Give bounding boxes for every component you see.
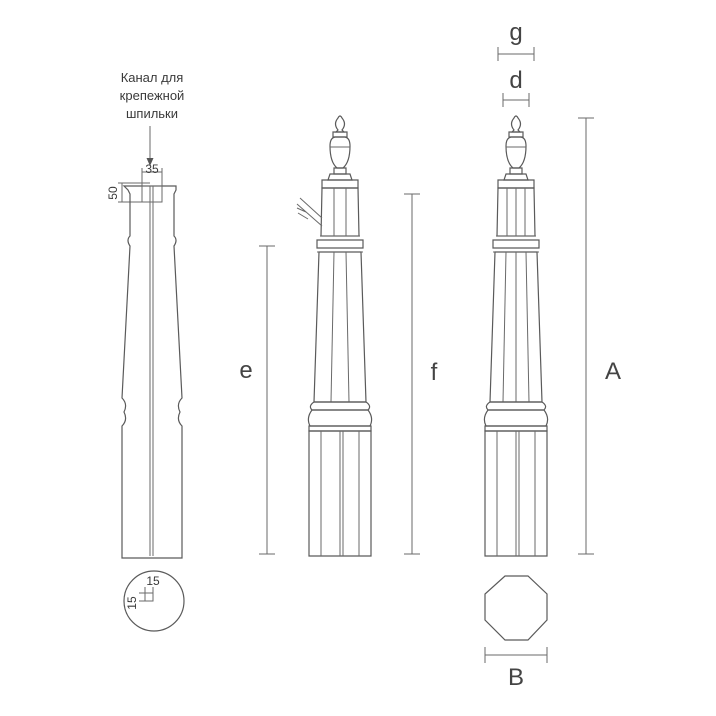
dimension-f: f xyxy=(404,193,438,555)
round-cross-section xyxy=(123,570,185,632)
label-B: B xyxy=(508,664,524,691)
annotation-line-1: Канал для xyxy=(121,70,184,85)
label-f: f xyxy=(431,359,438,386)
annotation-line-3: шпильки xyxy=(126,106,178,121)
channel-width-label: 35 xyxy=(145,162,159,176)
post-side-view: g d xyxy=(483,19,549,691)
label-g: g xyxy=(509,19,522,46)
dimension-A: A xyxy=(578,117,621,555)
label-d: d xyxy=(509,67,522,94)
section-x-label: 15 xyxy=(146,574,160,588)
post-front-view xyxy=(296,115,373,557)
channel-recess xyxy=(141,185,163,203)
annotation-arrowhead xyxy=(146,158,154,166)
octagon-cross-section xyxy=(484,575,548,641)
annotation-line-2: крепежной xyxy=(120,88,185,103)
channel-square xyxy=(144,592,154,602)
dimension-e: e xyxy=(239,245,275,555)
section-profile xyxy=(121,185,183,559)
section-view: Канал для крепежной шпильки 35 50 15 15 xyxy=(106,70,185,632)
channel-depth-label: 50 xyxy=(106,186,120,200)
label-e: e xyxy=(239,357,252,384)
label-A: A xyxy=(605,358,621,385)
section-y-label: 15 xyxy=(125,596,139,610)
